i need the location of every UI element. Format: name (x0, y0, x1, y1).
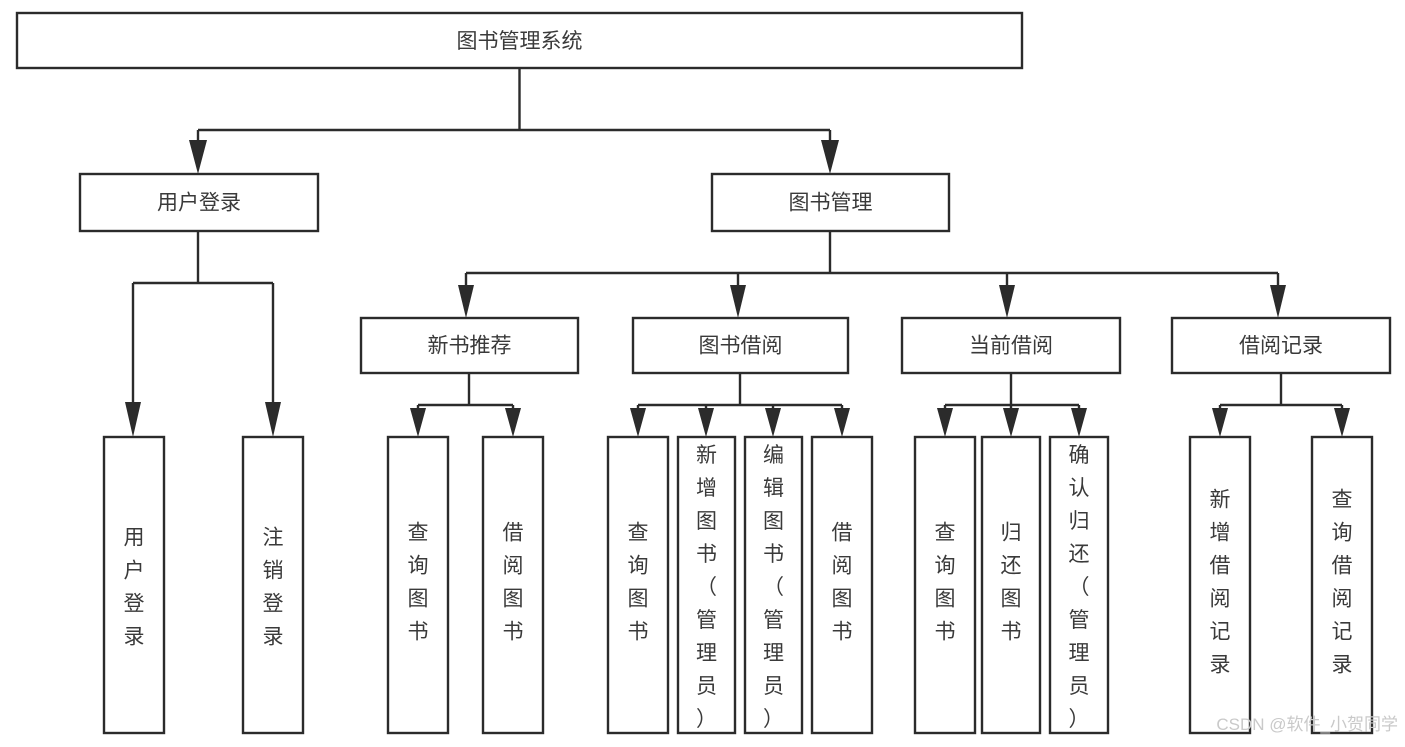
node-leaf-add-book-box[interactable] (676, 435, 737, 735)
node-leaf-return-book-box[interactable] (980, 435, 1042, 735)
node-leaf-query-record[interactable]: 查询借阅记录 (1310, 435, 1374, 735)
node-leaf-add-record[interactable]: 新增借阅记录 (1188, 435, 1252, 735)
node-root[interactable]: 图书管理系统 (15, 11, 1024, 70)
node-leaf-user-login-label: 用户登录 (124, 527, 145, 649)
arrow-leaf-add-book (698, 408, 714, 437)
node-leaf-query-record-label: 查询借阅记录 (1332, 489, 1353, 677)
arrow-leaf-query-book-2 (630, 408, 646, 437)
watermark-label: CSDN @软件_小贺同学 (1216, 715, 1398, 734)
arrow-book-manage (821, 140, 839, 174)
arrow-book-borrow (730, 285, 746, 318)
arrow-leaf-query-record (1334, 408, 1350, 437)
node-borrow-record[interactable]: 借阅记录 (1170, 316, 1392, 375)
arrow-leaf-borrow-book-1 (505, 408, 521, 437)
node-leaf-query-book-3-label: 查询图书 (935, 522, 956, 644)
node-leaf-logout-label: 注销登录 (263, 527, 284, 649)
node-leaf-edit-book-box[interactable] (743, 435, 804, 735)
node-book-manage-box[interactable] (710, 172, 951, 233)
node-new-book-recommend[interactable]: 新书推荐 (359, 316, 580, 375)
arrow-leaf-logout (265, 402, 281, 437)
node-leaf-borrow-book-2-box[interactable] (810, 435, 874, 735)
node-leaf-confirm-return-box[interactable] (1048, 435, 1110, 735)
node-leaf-borrow-book-1-label: 借阅图书 (503, 522, 524, 644)
node-book-borrow-label: 图书借阅 (699, 335, 783, 358)
arrow-new-book-recommend (458, 285, 474, 318)
node-book-borrow-box[interactable] (631, 316, 850, 375)
node-leaf-borrow-book-2-label: 借阅图书 (832, 522, 853, 644)
node-root-box[interactable] (15, 11, 1024, 70)
arrow-leaf-user-login (125, 402, 141, 437)
node-leaf-query-book-2[interactable]: 查询图书 (606, 435, 670, 735)
arrow-leaf-query-book-3 (937, 408, 953, 437)
node-leaf-borrow-book-2[interactable]: 借阅图书 (810, 435, 874, 735)
node-new-book-recommend-box[interactable] (359, 316, 580, 375)
arrow-user-login (189, 140, 207, 174)
node-current-borrow-box[interactable] (900, 316, 1122, 375)
node-user-login-label: 用户登录 (157, 192, 241, 215)
node-current-borrow-label: 当前借阅 (969, 335, 1053, 358)
node-current-borrow[interactable]: 当前借阅 (900, 316, 1122, 375)
arrow-leaf-add-record (1212, 408, 1228, 437)
node-leaf-query-record-box[interactable] (1310, 435, 1374, 735)
node-new-book-recommend-label: 新书推荐 (428, 335, 512, 358)
node-leaf-logout[interactable]: 注销登录 (241, 435, 305, 735)
node-leaf-query-book-1-box[interactable] (386, 435, 450, 735)
node-leaf-edit-book-label: 编辑图书（管理员） (763, 444, 784, 731)
connector-layer (125, 68, 1350, 437)
arrow-leaf-return-book (1003, 408, 1019, 437)
arrow-leaf-query-book-1 (410, 408, 426, 437)
node-leaf-query-book-3-box[interactable] (913, 435, 977, 735)
arrow-borrow-record (1270, 285, 1286, 318)
arrow-current-borrow (999, 285, 1015, 318)
node-leaf-user-login[interactable]: 用户登录 (102, 435, 166, 735)
node-root-label: 图书管理系统 (457, 30, 583, 53)
node-user-login[interactable]: 用户登录 (78, 172, 320, 233)
node-leaf-query-book-2-label: 查询图书 (628, 522, 649, 644)
node-book-manage[interactable]: 图书管理 (710, 172, 951, 233)
node-leaf-add-book[interactable]: 新增图书（管理员） (676, 435, 737, 735)
node-user-login-box[interactable] (78, 172, 320, 233)
node-leaf-return-book[interactable]: 归还图书 (980, 435, 1042, 735)
node-leaf-logout-box[interactable] (241, 435, 305, 735)
node-borrow-record-label: 借阅记录 (1239, 335, 1323, 358)
node-leaf-add-book-label: 新增图书（管理员） (696, 444, 717, 731)
node-leaf-add-record-label: 新增借阅记录 (1210, 489, 1231, 677)
node-book-manage-label: 图书管理 (789, 192, 873, 215)
node-leaf-confirm-return-label: 确认归还（管理员） (1069, 444, 1090, 731)
node-leaf-query-book-1[interactable]: 查询图书 (386, 435, 450, 735)
node-leaf-query-book-3[interactable]: 查询图书 (913, 435, 977, 735)
arrow-leaf-confirm-return (1071, 408, 1087, 437)
node-leaf-borrow-book-1[interactable]: 借阅图书 (481, 435, 545, 735)
node-layer: 图书管理系统 用户登录 图书管理 新书推荐 图书借阅 当前 (15, 11, 1392, 735)
node-borrow-record-box[interactable] (1170, 316, 1392, 375)
arrow-leaf-borrow-book-2 (834, 408, 850, 437)
node-leaf-confirm-return[interactable]: 确认归还（管理员） (1048, 435, 1110, 735)
node-book-borrow[interactable]: 图书借阅 (631, 316, 850, 375)
arrow-leaf-edit-book (765, 408, 781, 437)
node-leaf-borrow-book-1-box[interactable] (481, 435, 545, 735)
node-leaf-user-login-box[interactable] (102, 435, 166, 735)
node-leaf-return-book-label: 归还图书 (1001, 522, 1022, 644)
node-leaf-edit-book[interactable]: 编辑图书（管理员） (743, 435, 804, 735)
node-leaf-query-book-2-box[interactable] (606, 435, 670, 735)
node-leaf-query-book-1-label: 查询图书 (408, 522, 429, 644)
node-leaf-add-record-box[interactable] (1188, 435, 1252, 735)
